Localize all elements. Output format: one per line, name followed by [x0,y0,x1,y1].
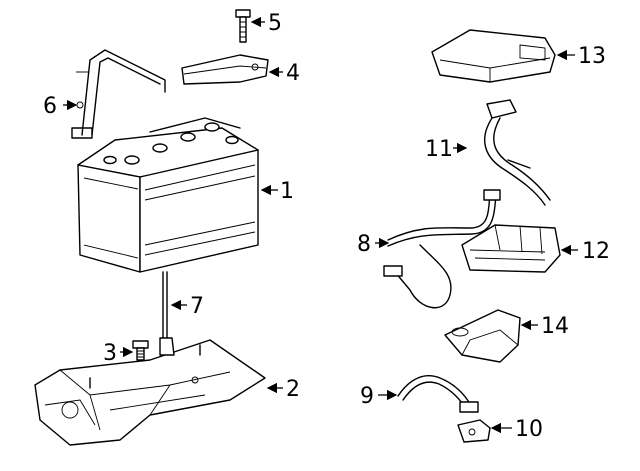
rod-part[interactable] [159,271,175,356]
terminal-part[interactable] [457,419,491,443]
shield-part[interactable] [444,309,521,363]
callout-10: 10 [515,417,543,442]
bolt-part-5[interactable] [235,9,251,43]
callout-7: 7 [190,294,204,319]
callout-11: 11 [425,137,453,162]
bolt-part-3[interactable] [132,340,149,361]
callout-13: 13 [578,44,606,69]
cable-part-9[interactable] [397,375,479,413]
battery-part[interactable] [77,117,259,273]
callout-9: 9 [360,384,374,409]
fuse-block-part[interactable] [461,224,561,273]
cable-bracket-part[interactable] [484,99,551,206]
callout-2: 2 [286,377,300,402]
cover-part[interactable] [181,54,269,85]
cable-part-8[interactable] [383,189,501,309]
callout-4: 4 [286,61,300,86]
callout-6: 6 [43,94,57,119]
callout-14: 14 [541,314,569,339]
callout-5: 5 [268,11,282,36]
callout-8: 8 [357,232,371,257]
callout-3: 3 [103,341,117,366]
callout-12: 12 [582,239,610,264]
hold-down-bracket-part[interactable] [71,49,166,139]
module-part[interactable] [431,29,556,83]
battery-tray-part[interactable] [34,339,266,446]
callout-1: 1 [280,179,294,204]
